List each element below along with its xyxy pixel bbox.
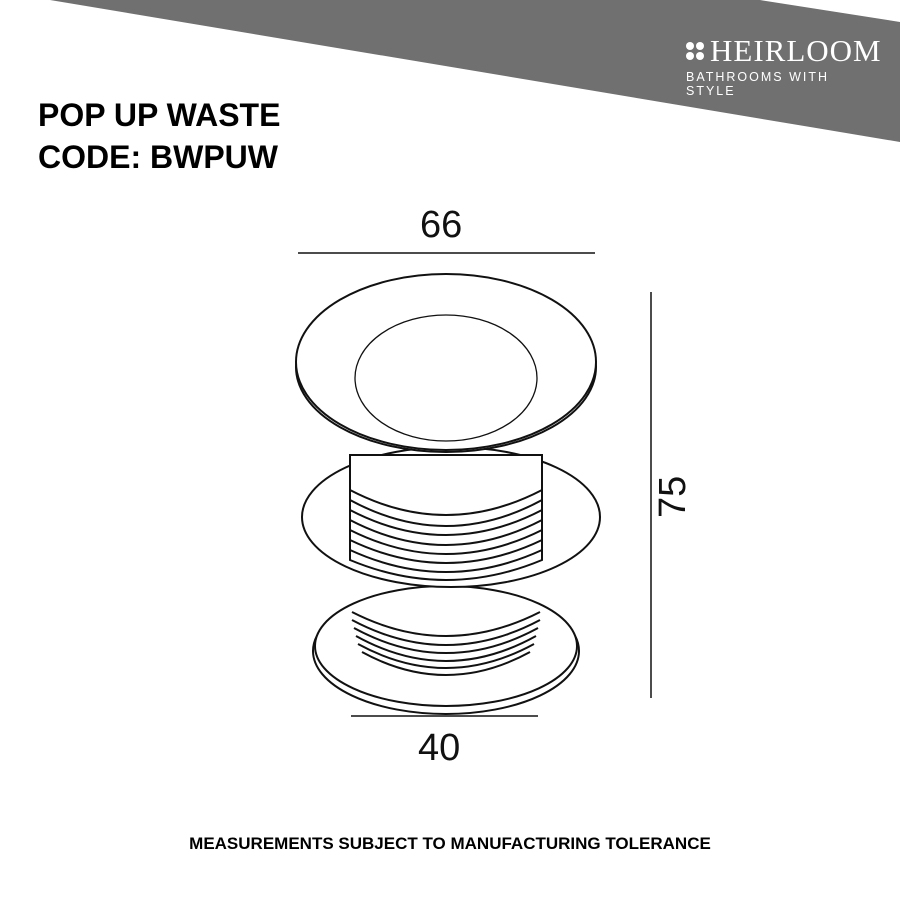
product-title: POP UP WASTE [38,97,281,133]
brand-tagline: BATHROOMS WITH STYLE [686,70,830,98]
product-heading: POP UP WASTE CODE: BWPUW [38,94,280,178]
tolerance-note: MEASUREMENTS SUBJECT TO MANUFACTURING TO… [189,834,711,853]
lower-flange [312,585,580,715]
dimension-height: 75 [652,475,694,518]
header-banner [50,0,900,142]
dimension-top-width: 66 [420,204,463,246]
heirloom-logo: HEIRLOOM BATHROOMS WITH STYLE [686,35,881,98]
pop-up-cap [354,314,538,442]
lower-threads [351,611,541,676]
top-flange [295,273,597,453]
dimension-bottom-width: 40 [418,727,461,769]
logo-dots-icon [686,42,704,60]
product-code: CODE: BWPUW [38,139,278,175]
brand-name: HEIRLOOM [710,33,882,68]
body-threads [349,454,543,581]
